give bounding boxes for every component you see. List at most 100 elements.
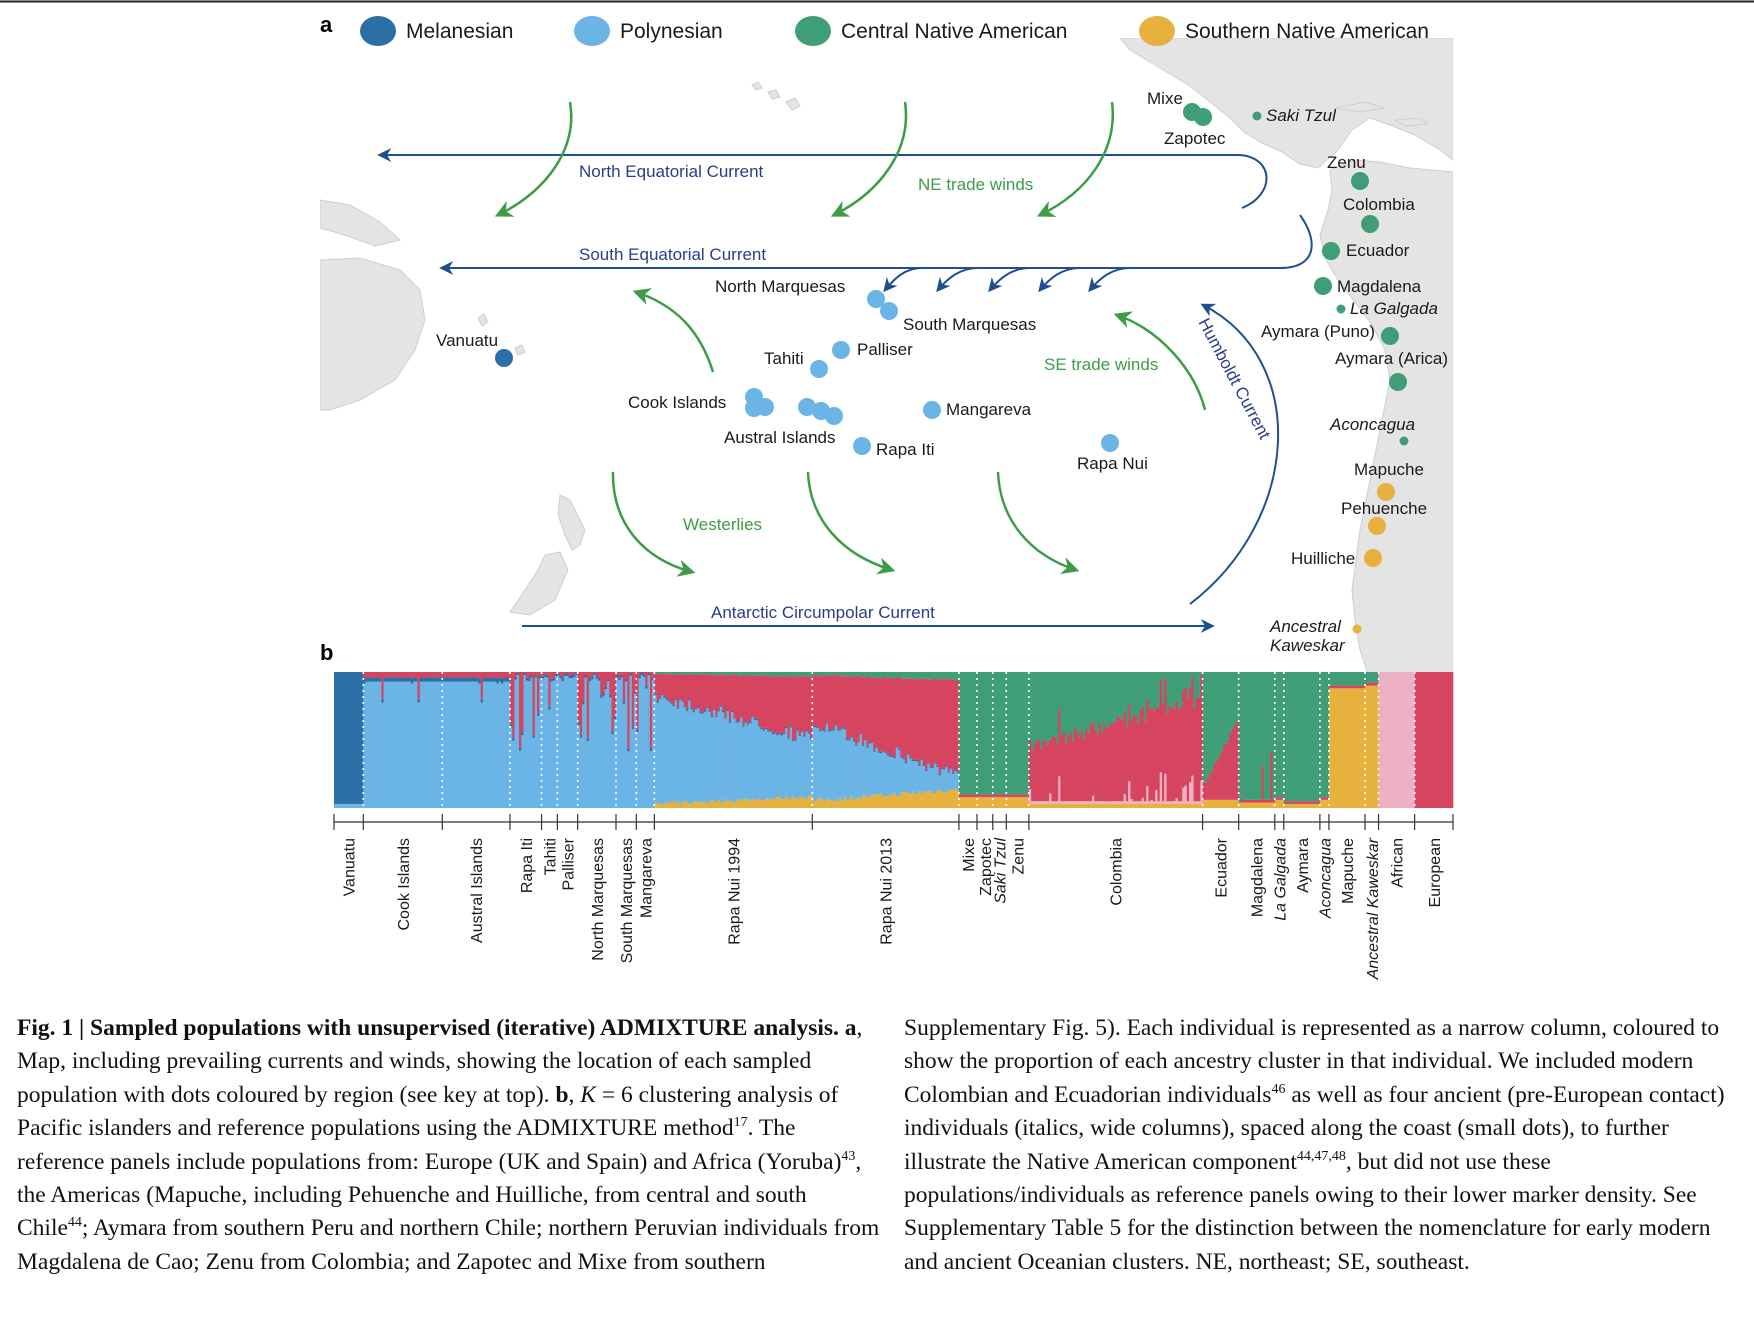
magdalena-dot [1314,277,1332,295]
admixture-bar-segment [489,681,493,808]
admixture-bar-segment [338,803,342,808]
admixture-bar-segment [435,677,439,682]
admixture-bar-segment [1367,685,1370,808]
admixture-bar-segment [516,674,520,808]
admixture-bar-segment [943,678,946,769]
admixture-bar-segment [688,673,691,700]
admixture-bar-segment [437,677,441,682]
admixture-bar-segment [1292,801,1296,804]
admixture-bar-segment [1085,803,1088,808]
admixture-bar-segment [654,672,657,675]
admixture-group-mixe [958,672,978,808]
admixture-bar-segment [1419,672,1422,808]
admixture-bar-segment [988,794,991,798]
admixture-bar-segment [1189,803,1192,808]
admixture-bar-segment [726,710,730,802]
marquesas-arrow-5 [1088,267,1131,293]
admixture-bar-segment [868,743,872,798]
admixture-bar-segment [1040,803,1043,808]
admixture-bar-segment [1092,672,1095,723]
admixture-bar-segment [1033,744,1036,802]
admixture-bar-segment [620,672,624,675]
admixture-bar-segment [902,678,906,758]
aymara-arica-label: Aymara (Arica) [1335,349,1448,368]
admixture-bar-segment [602,692,606,696]
admixture-bar-segment [462,681,466,808]
admixture-bar-segment [884,677,888,752]
admixture-bar-segment [794,798,797,808]
admixture-bar-segment [857,676,860,741]
admixture-bar-segment [1080,801,1084,804]
admixture-bar-segment [1286,801,1289,804]
caption-ref-1: 17 [733,1115,748,1131]
admixture-bar-segment [812,727,815,801]
admixture-bar-segment [1180,803,1183,808]
admixture-bar-segment [1085,672,1088,730]
admixture-bar-segment [1319,797,1323,800]
aymara-arica-dot [1389,373,1407,391]
admixture-bar-segment [537,715,540,808]
admixture-bar-segment [424,672,427,678]
admixture-bar-segment [886,796,890,808]
admixture-bar-segment [453,672,457,678]
admixture-bar-segment [1328,672,1332,686]
admixture-bar-segment [713,708,716,711]
admixture-bar-segment [1069,672,1073,733]
admixture-bar-segment [385,681,389,808]
admixture-bar-segment [1170,672,1174,708]
admixture-bar-segment [1112,672,1115,724]
pehuenche-dot [1368,517,1386,535]
admixture-bar-segment [1141,705,1145,798]
admixture-bar-segment [1110,801,1113,804]
admixture-bar-segment [1193,801,1197,804]
admixture-bar-segment [891,672,894,678]
admixture-bar-segment [1008,797,1012,808]
admixture-bar-segment [794,672,797,677]
admixture-bar-segment [697,672,700,675]
admixture-bar-segment [1310,801,1314,804]
tahiti-label: Tahiti [764,349,804,368]
admixture-bar-segment [717,709,721,712]
admixture-bar-segment [521,672,524,733]
admixture-bar-segment [861,744,865,747]
admixture-bar-segment [1306,672,1309,802]
admixture-bar-segment [1297,803,1300,808]
caption-k: K [580,1081,596,1108]
admixture-bar-segment [1376,672,1379,683]
admixture-bar-segment [1337,685,1341,689]
admixture-bar-segment [1096,803,1100,808]
admixture-label-austral-islands: Austral Islands [469,838,486,943]
admixture-bar-segment [943,792,946,808]
admixture-bar-segment [1013,797,1016,808]
admixture-bar-segment [1234,799,1237,808]
admixture-bar-segment [699,801,703,808]
admixture-bar-segment [794,676,797,740]
admixture-bar-segment [1385,672,1388,808]
admixture-bar-segment [1035,803,1039,808]
admixture-bar-segment [726,709,730,711]
admixture-bar-segment [417,702,421,808]
admixture-bar-segment [1134,801,1138,804]
admixture-bar-segment [852,741,856,800]
admixture-bar-segment [864,740,867,796]
admixture-bar-segment [611,734,615,808]
admixture-bar-segment [500,678,504,684]
admixture-bar-segment [667,803,671,808]
admixture-bar-segment [1304,672,1307,802]
admixture-bar-segment [1191,672,1194,677]
admixture-bar-segment [665,699,669,803]
admixture-bar-segment [1166,803,1170,808]
south-equatorial-current-label: South Equatorial Current [579,245,766,264]
admixture-bar-segment [509,672,513,724]
admixture-bar-segment [1037,739,1041,802]
admixture-bar-segment [789,726,793,728]
admixture-bar-segment [1137,723,1140,802]
admixture-bar-segment [487,672,490,678]
admixture-bar-segment [1155,706,1158,791]
admixture-group-colombia [1028,672,1203,808]
admixture-bar-segment [435,681,439,808]
admixture-bar-segment [713,710,716,801]
admixture-bar-segment [582,672,585,702]
admixture-bar-segment [1299,803,1303,808]
admixture-bar-segment [1234,724,1237,800]
